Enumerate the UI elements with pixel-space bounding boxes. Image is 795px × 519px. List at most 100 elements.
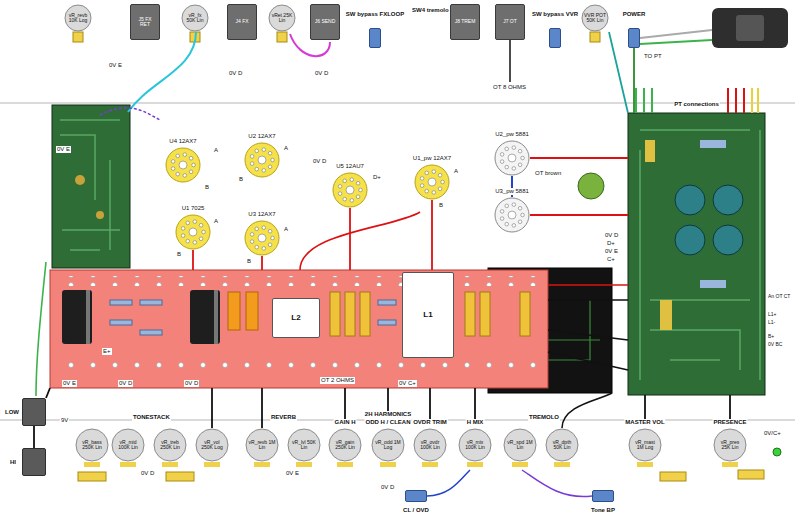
power-pcb — [628, 113, 765, 395]
wire-connector — [429, 388, 431, 419]
resistor — [110, 320, 132, 325]
pot: VVR POT 50K Lin — [581, 4, 609, 32]
socket-pin — [189, 170, 193, 174]
socket-pin — [176, 154, 180, 158]
filter-cap — [713, 225, 743, 255]
socket-outline — [332, 172, 368, 208]
preamp-pcb — [52, 105, 130, 268]
pcb-pad — [96, 211, 104, 219]
signal-label: A — [283, 145, 289, 152]
turret-row — [60, 276, 544, 286]
part-value: J8 TREM — [454, 5, 476, 39]
outline — [329, 429, 361, 461]
tube-socket: U3_pw 5881 — [494, 197, 530, 233]
pt-wire — [757, 88, 759, 113]
socket-pin — [350, 178, 354, 182]
wire-connector — [729, 395, 731, 419]
part-label: SW bypass VVR — [531, 11, 579, 18]
wire-connector — [633, 48, 635, 113]
pot-lug — [254, 462, 270, 467]
outline — [714, 429, 746, 461]
part-label: 2H HARMONICS — [364, 411, 412, 418]
signal-label: REVERB — [270, 414, 297, 421]
signal-label: 0V D — [312, 158, 327, 165]
signal-label: OT 8 OHMS — [492, 84, 527, 91]
socket-pin — [271, 236, 275, 240]
signal-label: C+ — [606, 256, 616, 263]
part-label: SW bypass FXLOOP — [345, 11, 405, 18]
socket-pin — [512, 203, 516, 207]
signal-label: 0V E — [56, 146, 71, 153]
pt-wire — [751, 88, 753, 113]
signal-label: L1- — [767, 320, 776, 326]
switch: CL / OVD — [405, 490, 427, 502]
socket-pin — [183, 174, 187, 178]
socket-outline — [175, 214, 211, 250]
part-value: vR_gain 250K Lin — [331, 432, 359, 458]
pot: 2H HARMONICSODD H / CLEANvR_odd 1M Log — [371, 411, 405, 462]
socket-pin — [193, 241, 197, 245]
signal-label: A — [453, 168, 459, 175]
socket-key — [258, 234, 266, 242]
outline — [495, 198, 529, 232]
socket-pin — [432, 170, 436, 174]
signal-label: 0V D — [184, 380, 199, 387]
wire-connector — [609, 32, 628, 113]
part-value: vR_odd 1M Log — [374, 432, 402, 458]
socket-pin — [186, 239, 190, 243]
pot-lug — [337, 462, 353, 467]
part-label: GAIN H — [334, 419, 357, 426]
signal-label: D+ — [606, 240, 616, 247]
part-value: vR_fx 50K Lin — [184, 8, 206, 28]
socket-pin — [505, 165, 509, 169]
power-pcb: PT connections — [628, 113, 765, 395]
socket-pin — [199, 223, 203, 227]
outline — [582, 5, 608, 31]
outline — [166, 148, 200, 182]
signal-label: D+ — [372, 174, 382, 181]
pot: vR_lvl 50K Lin — [287, 428, 321, 462]
switch: SW bypass FXLOOP — [369, 28, 381, 48]
socket-pin — [176, 172, 180, 176]
wire-connector — [644, 395, 646, 419]
socket-pin — [250, 240, 254, 244]
outline — [176, 215, 210, 249]
wire-connector — [192, 250, 194, 270]
switch: SW bypass VVR — [549, 28, 561, 48]
part-value: vR_treb 250K Lin — [156, 432, 184, 458]
socket-pin — [262, 148, 266, 152]
wire — [640, 40, 712, 44]
part-label: U1 7025 — [181, 205, 206, 212]
socket-pin — [425, 189, 429, 193]
part-value: VVR POT 50K Lin — [584, 8, 606, 28]
wire — [100, 108, 160, 120]
part-label: H MIX — [466, 419, 485, 426]
wire-connector — [349, 208, 351, 270]
pot: vR_treb 250K Lin — [153, 428, 187, 462]
pcb-part — [700, 140, 726, 148]
tube-socket: U1_pw 12AX7 — [414, 164, 450, 200]
part-value: vR_revb 1M Lin — [248, 432, 276, 458]
jack: J4 FX — [227, 4, 257, 40]
outline — [414, 429, 446, 461]
pot-tab — [277, 32, 287, 42]
wire — [128, 32, 196, 112]
signal-label: 0V E — [285, 470, 300, 477]
part-value: vRet 25K Lin — [271, 8, 293, 28]
part-label: OVDR TRIM — [412, 419, 448, 426]
tube-socket: U4 12AX7 — [165, 147, 201, 183]
outline — [504, 429, 536, 461]
socket-pin — [500, 210, 504, 214]
socket-pin — [521, 156, 525, 160]
socket-pin — [343, 197, 347, 201]
wire-connector — [431, 200, 433, 270]
outline — [415, 165, 449, 199]
signal-label: OT brown — [534, 170, 562, 177]
wire-connector — [46, 388, 50, 398]
socket-pin — [500, 217, 504, 221]
wire-connector — [33, 426, 35, 448]
tone-cap — [738, 470, 764, 479]
signal-label: B — [438, 202, 444, 209]
part-label: U1_pw 12AX7 — [412, 155, 452, 162]
socket-pin — [505, 204, 509, 208]
